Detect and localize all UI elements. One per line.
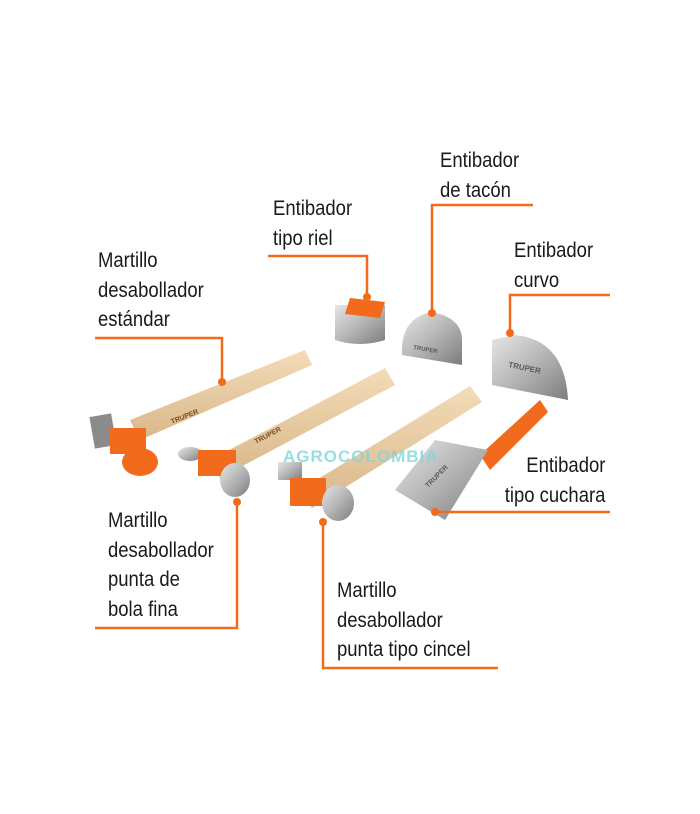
label-line: de tacón	[440, 178, 511, 202]
label-line: bola fina	[108, 597, 178, 621]
label-line: Entibador	[440, 149, 520, 172]
label-line: Entibador	[525, 454, 605, 477]
label-line: punta tipo cincel	[337, 638, 471, 661]
label-line: Martillo	[108, 509, 168, 532]
label-line: desabollador	[337, 608, 443, 632]
label-entibador-tacon: Entibador de tacón	[440, 146, 519, 205]
label-entibador-curvo: Entibador curvo	[514, 236, 593, 295]
label-line: estándar	[98, 308, 170, 331]
label-martillo-estandar: Martillo desabollador estándar	[98, 246, 204, 335]
hammer-ball-point: TRUPER	[178, 368, 395, 497]
label-line: punta de	[108, 568, 180, 591]
callout-dots	[218, 293, 514, 526]
dolly-curved: TRUPER	[492, 335, 568, 400]
dolly-spoon: TRUPER	[395, 400, 548, 520]
callout-lines	[95, 203, 610, 670]
label-line: desabollador	[108, 538, 214, 562]
label-line: curvo	[514, 268, 560, 292]
hammer-chisel-point	[278, 386, 482, 521]
dolly-rail	[335, 298, 385, 344]
label-line: Entibador	[273, 197, 353, 220]
hammer-standard: TRUPER	[89, 350, 312, 476]
label-entibador-riel: Entibador tipo riel	[273, 194, 352, 253]
watermark: AGROCOLOMBIA	[283, 447, 439, 466]
label-line: desabollador	[98, 278, 204, 302]
dolly-heel: TRUPER	[401, 312, 462, 365]
label-entibador-cuchara: Entibador tipo cuchara	[504, 451, 605, 510]
label-line: Entibador	[514, 239, 594, 262]
label-martillo-bola-fina: Martillo desabollador punta de bola fina	[108, 506, 214, 624]
brand-marking-dolly-heel: TRUPER	[413, 345, 439, 355]
label-line: tipo riel	[273, 226, 333, 250]
label-line: tipo cuchara	[504, 483, 605, 507]
label-line: Martillo	[337, 579, 397, 602]
label-martillo-cincel: Martillo desabollador punta tipo cincel	[337, 576, 471, 665]
label-line: Martillo	[98, 249, 158, 272]
